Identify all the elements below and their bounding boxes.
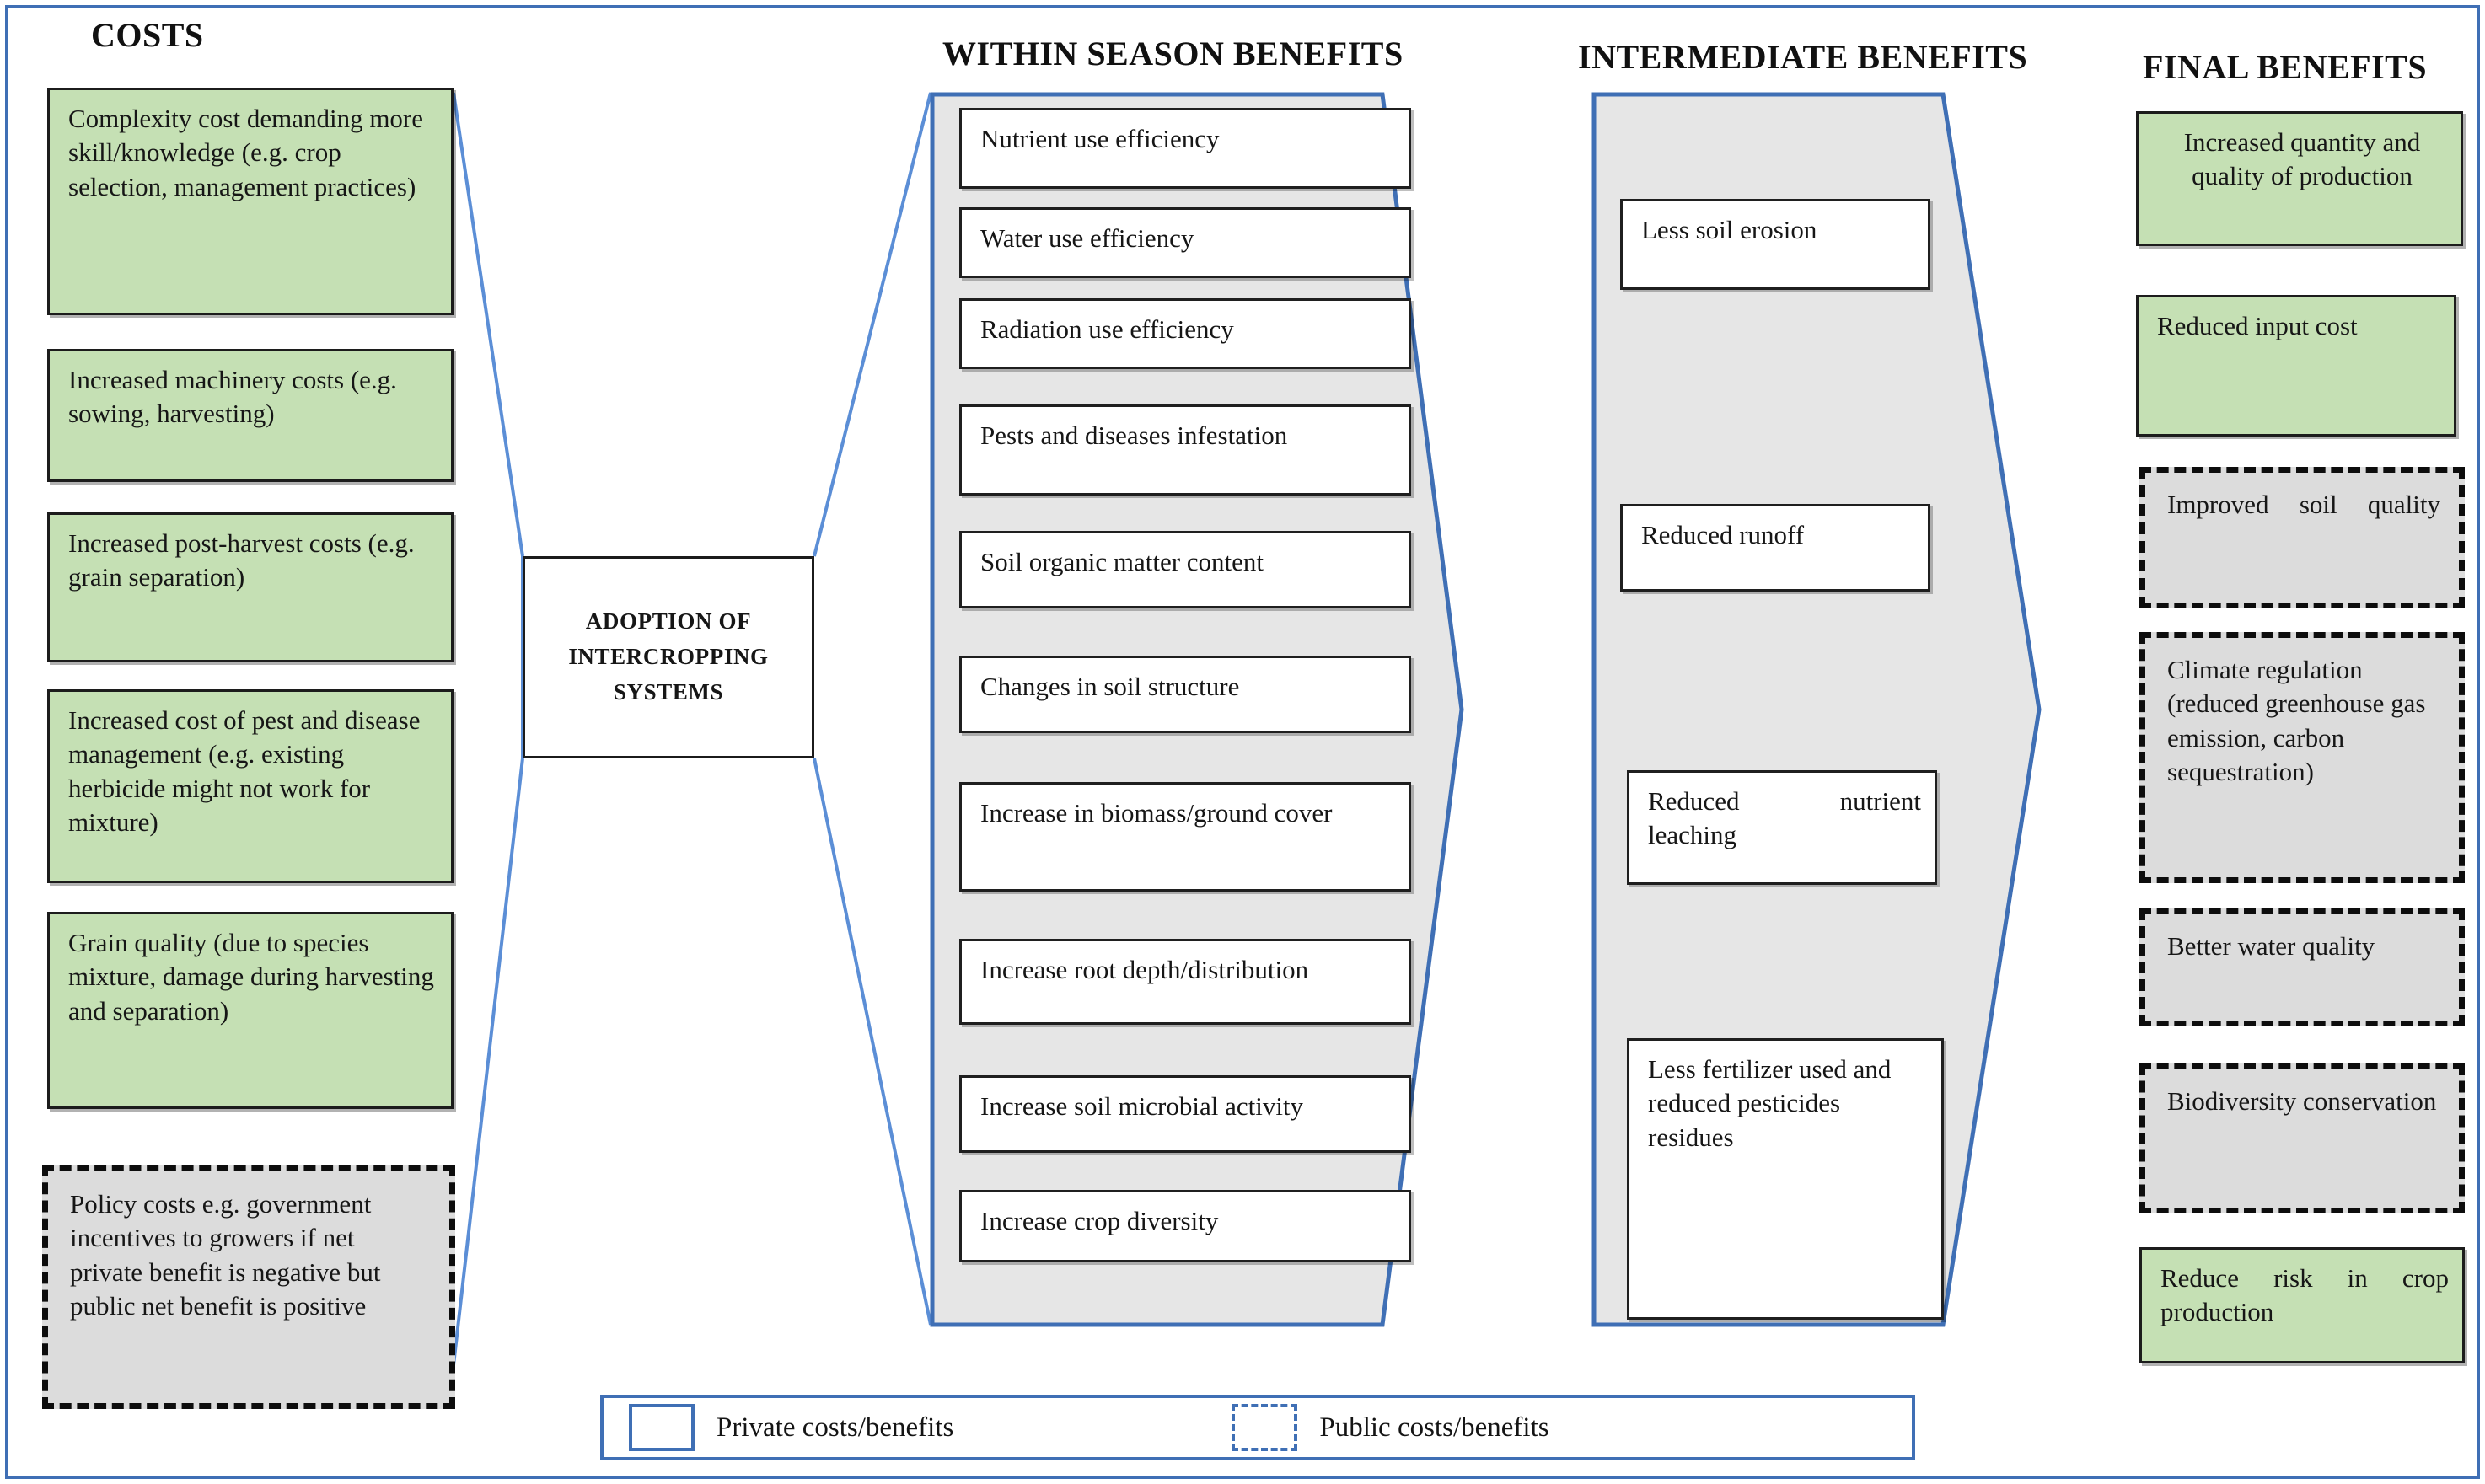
cost-box-policy-label: Policy costs e.g. government incentives … bbox=[70, 1189, 381, 1321]
legend-swatch-public bbox=[1232, 1404, 1298, 1451]
within-box-crop-diversity-label: Increase crop diversity bbox=[980, 1206, 1219, 1235]
cost-box-grain-quality-label: Grain quality (due to species mixture, d… bbox=[68, 928, 434, 1026]
intermediate-box-less-fertilizer-label: Less fertilizer used and reduced pestici… bbox=[1648, 1054, 1892, 1152]
center-box-line3: SYSTEMS bbox=[613, 678, 724, 704]
intermediate-box-reduced-runoff-label: Reduced runoff bbox=[1641, 520, 1805, 549]
within-box-soil-organic-matter[interactable]: Soil organic matter content bbox=[959, 531, 1411, 608]
within-box-radiation-use-efficiency[interactable]: Radiation use efficiency bbox=[959, 298, 1411, 369]
final-box-reduced-input-cost[interactable]: Reduced input cost bbox=[2136, 295, 2456, 437]
legend: Private costs/benefits Public costs/bene… bbox=[600, 1395, 1915, 1460]
cost-box-machinery-label: Increased machinery costs (e.g. sowing, … bbox=[68, 365, 397, 429]
final-box-improved-soil-quality-label: Improved soil quality bbox=[2167, 490, 2440, 519]
cost-box-post-harvest-label: Increased post-harvest costs (e.g. grain… bbox=[68, 528, 415, 592]
within-box-water-use-efficiency-label: Water use efficiency bbox=[980, 223, 1194, 253]
within-box-pests-diseases-label: Pests and diseases infestation bbox=[980, 421, 1288, 450]
column-heading-costs: COSTS bbox=[91, 16, 204, 54]
intermediate-band bbox=[1591, 92, 2042, 1327]
cost-box-post-harvest[interactable]: Increased post-harvest costs (e.g. grain… bbox=[47, 512, 454, 662]
column-heading-final: FINAL BENEFITS bbox=[2143, 48, 2428, 86]
within-box-crop-diversity[interactable]: Increase crop diversity bbox=[959, 1190, 1411, 1262]
intermediate-box-less-soil-erosion-label: Less soil erosion bbox=[1641, 215, 1817, 244]
within-box-nutrient-use-efficiency-label: Nutrient use efficiency bbox=[980, 124, 1220, 153]
center-box-line2: INTERCROPPING bbox=[568, 644, 769, 670]
final-box-better-water-quality-label: Better water quality bbox=[2167, 931, 2375, 961]
within-box-soil-structure-label: Changes in soil structure bbox=[980, 672, 1240, 701]
final-box-increased-quantity-quality[interactable]: Increased quantity and quality of produc… bbox=[2136, 111, 2463, 246]
final-box-climate-regulation[interactable]: Climate regulation (reduced greenhouse g… bbox=[2139, 632, 2465, 883]
final-box-reduced-input-cost-label: Reduced input cost bbox=[2157, 311, 2358, 340]
cost-box-pest-disease[interactable]: Increased cost of pest and disease manag… bbox=[47, 689, 454, 883]
final-box-improved-soil-quality[interactable]: Improved soil quality bbox=[2139, 467, 2465, 608]
within-box-root-depth[interactable]: Increase root depth/distribution bbox=[959, 939, 1411, 1025]
intermediate-box-nutrient-leaching-label: Reduced nutrient leaching bbox=[1648, 786, 1921, 850]
intermediate-box-less-fertilizer[interactable]: Less fertilizer used and reduced pestici… bbox=[1627, 1038, 1944, 1320]
within-box-soil-microbial-activity-label: Increase soil microbial activity bbox=[980, 1091, 1304, 1121]
legend-label-public: Public costs/benefits bbox=[1319, 1412, 1549, 1443]
intermediate-box-reduced-runoff[interactable]: Reduced runoff bbox=[1620, 504, 1930, 592]
final-box-reduce-risk-crop-production-label: Reduce risk in crop production bbox=[2160, 1263, 2449, 1327]
center-box-line1: ADOPTION OF bbox=[585, 608, 752, 635]
cost-box-complexity[interactable]: Complexity cost demanding more skill/kno… bbox=[47, 88, 454, 315]
within-box-soil-organic-matter-label: Soil organic matter content bbox=[980, 547, 1264, 576]
column-heading-within-season: WITHIN SEASON BENEFITS bbox=[942, 35, 1404, 72]
final-box-increased-quantity-quality-label: Increased quantity and quality of produc… bbox=[2183, 127, 2421, 191]
center-box-adoption[interactable]: ADOPTION OF INTERCROPPING SYSTEMS bbox=[523, 556, 814, 758]
cost-box-grain-quality[interactable]: Grain quality (due to species mixture, d… bbox=[47, 912, 454, 1109]
within-box-nutrient-use-efficiency[interactable]: Nutrient use efficiency bbox=[959, 108, 1411, 189]
final-box-reduce-risk-crop-production[interactable]: Reduce risk in crop production bbox=[2139, 1247, 2465, 1363]
legend-label-private: Private costs/benefits bbox=[717, 1412, 954, 1443]
legend-swatch-private bbox=[629, 1404, 695, 1451]
intermediate-box-less-soil-erosion[interactable]: Less soil erosion bbox=[1620, 199, 1930, 290]
within-box-water-use-efficiency[interactable]: Water use efficiency bbox=[959, 207, 1411, 278]
cost-box-machinery[interactable]: Increased machinery costs (e.g. sowing, … bbox=[47, 349, 454, 482]
final-box-biodiversity-conservation-label: Biodiversity conservation bbox=[2167, 1086, 2437, 1116]
cost-box-complexity-label: Complexity cost demanding more skill/kno… bbox=[68, 104, 424, 201]
within-box-biomass-ground-cover[interactable]: Increase in biomass/ground cover bbox=[959, 782, 1411, 892]
within-box-soil-microbial-activity[interactable]: Increase soil microbial activity bbox=[959, 1075, 1411, 1153]
cost-box-policy[interactable]: Policy costs e.g. government incentives … bbox=[42, 1165, 455, 1409]
within-box-pests-diseases[interactable]: Pests and diseases infestation bbox=[959, 404, 1411, 496]
column-heading-intermediate: INTERMEDIATE BENEFITS bbox=[1578, 38, 2028, 76]
within-box-radiation-use-efficiency-label: Radiation use efficiency bbox=[980, 314, 1234, 344]
final-box-better-water-quality[interactable]: Better water quality bbox=[2139, 908, 2465, 1026]
final-box-climate-regulation-label: Climate regulation (reduced greenhouse g… bbox=[2167, 655, 2426, 786]
within-box-root-depth-label: Increase root depth/distribution bbox=[980, 955, 1309, 984]
within-box-biomass-ground-cover-label: Increase in biomass/ground cover bbox=[980, 798, 1333, 828]
intermediate-box-nutrient-leaching[interactable]: Reduced nutrient leaching bbox=[1627, 770, 1937, 885]
within-box-soil-structure[interactable]: Changes in soil structure bbox=[959, 656, 1411, 733]
cost-box-pest-disease-label: Increased cost of pest and disease manag… bbox=[68, 705, 421, 837]
final-box-biodiversity-conservation[interactable]: Biodiversity conservation bbox=[2139, 1063, 2465, 1213]
